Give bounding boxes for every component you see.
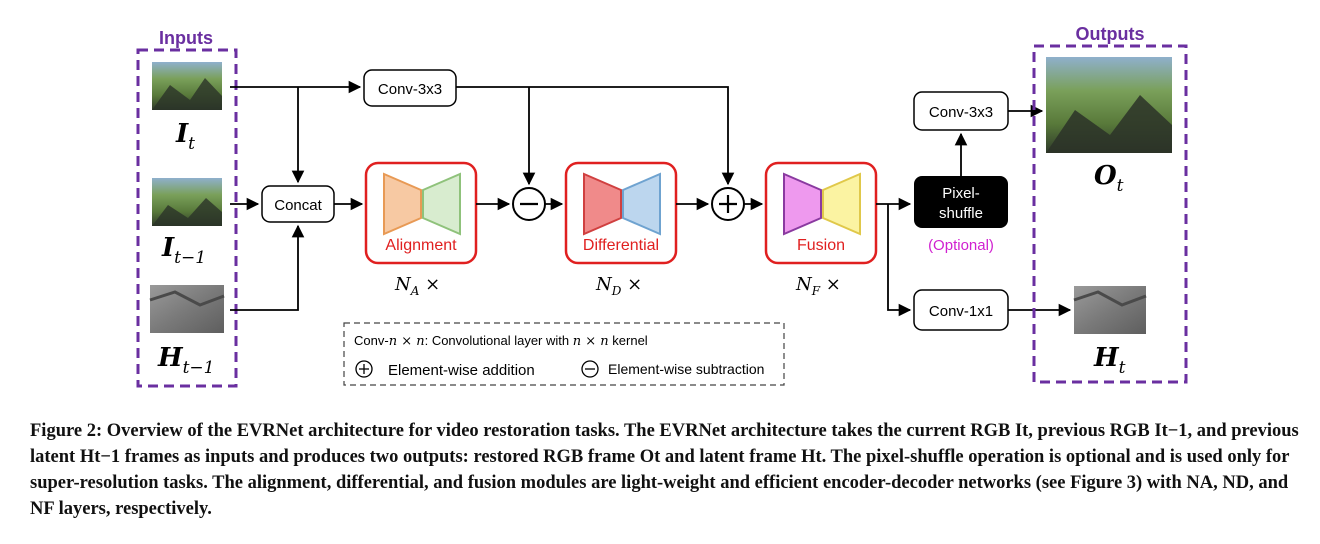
fusion-decoder [822,172,861,236]
figure-caption: Figure 2: Overview of the EVRNet archite… [30,421,1299,519]
legend-conv: Conv-n × n: Convolutional layer with n ×… [354,333,648,349]
alignment-count: NA × [394,274,440,298]
input-frame-previous [152,178,222,226]
differential-label: Differential [583,237,659,254]
architecture-diagram: Inputs It It−1 Ht−1 Concat Conv-3x3 Alig… [136,24,1188,388]
pixel-shuffle-label-2: shuffle [939,205,983,222]
differential-decoder [622,172,661,236]
conv-top-label: Conv-3x3 [378,81,442,98]
input-frame-current [152,62,222,110]
edge-ht1-concat [230,224,305,311]
edge-fusion-conv1x1 [887,204,912,317]
outputs-box [1032,44,1188,384]
edge-conv-add [456,86,735,186]
legend-addition: Element-wise addition [388,362,535,379]
input-label-ht-1: Ht−1 [157,343,214,378]
pixel-shuffle-label-1: Pixel- [942,185,980,202]
inputs-box [136,48,238,388]
output-label-ht: Ht [1093,343,1126,378]
inputs-title: Inputs [159,28,213,48]
concat-label: Concat [274,197,322,214]
conv-out-label: Conv-3x3 [929,104,993,121]
alignment-label: Alignment [385,237,457,254]
fusion-count: NF × [795,274,841,298]
alignment-decoder [422,172,461,236]
optional-label: (Optional) [928,237,994,254]
output-latent [1073,286,1147,334]
alignment-encoder [383,172,422,236]
input-label-it: It [175,119,195,154]
input-label-it-1: It−1 [161,233,206,268]
output-frame-restored [1046,57,1172,153]
legend-subtraction: Element-wise subtraction [608,361,764,377]
legend-box [343,322,785,386]
conv-1x1-label: Conv-1x1 [929,303,993,320]
output-label-ot: Ot [1094,161,1124,196]
pixel-shuffle-block [914,176,1008,228]
fusion-label: Fusion [797,237,845,254]
outputs-title: Outputs [1076,24,1145,44]
fusion-encoder [783,172,822,236]
differential-encoder [583,172,622,236]
input-latent-previous [149,285,225,333]
differential-count: ND × [595,274,642,298]
conv-top-block [363,69,457,107]
